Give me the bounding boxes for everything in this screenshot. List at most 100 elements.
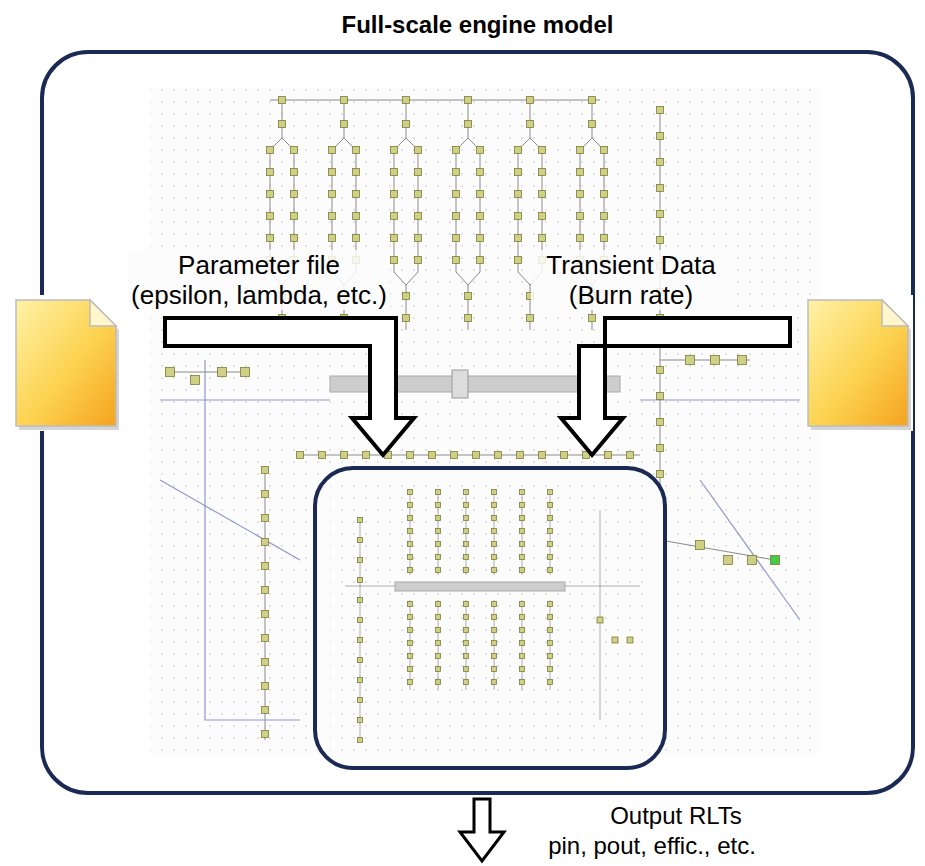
model-block <box>465 121 472 128</box>
model-block <box>601 235 608 242</box>
sub-manifold-bar <box>395 582 565 591</box>
model-block <box>415 147 422 154</box>
model-block <box>492 529 497 534</box>
model-block <box>515 235 522 242</box>
model-block <box>436 568 441 573</box>
block-group <box>597 617 633 643</box>
model-block <box>408 568 413 573</box>
sub-model-ground <box>315 468 665 768</box>
model-block <box>548 667 553 672</box>
icon-backing <box>803 295 913 431</box>
block-group <box>436 490 441 573</box>
model-block <box>492 654 497 659</box>
wire <box>265 470 266 740</box>
model-block <box>358 578 363 583</box>
model-block <box>492 628 497 633</box>
model-block <box>436 615 441 620</box>
model-block <box>492 641 497 646</box>
model-block <box>477 147 484 154</box>
model-block <box>520 641 525 646</box>
label-holder: Parameter file (epsilon, lambda, etc.) <box>128 250 390 310</box>
model-block <box>464 503 469 508</box>
model-block <box>657 367 664 374</box>
model-block <box>464 529 469 534</box>
model-block <box>657 107 664 114</box>
model-block <box>477 257 484 264</box>
model-block <box>517 452 524 459</box>
model-block <box>548 654 553 659</box>
model-block <box>520 615 525 620</box>
model-block <box>391 235 398 242</box>
model-block <box>473 452 480 459</box>
wire <box>160 480 300 560</box>
model-block <box>515 169 522 176</box>
model-block <box>415 213 422 220</box>
model-block <box>657 471 664 478</box>
model-block <box>329 169 336 176</box>
model-block <box>279 97 286 104</box>
wire <box>660 360 750 361</box>
model-block <box>657 419 664 426</box>
model-block <box>464 516 469 521</box>
block-group <box>408 602 413 685</box>
model-block <box>464 490 469 495</box>
model-block <box>262 467 269 474</box>
block-group <box>686 356 747 365</box>
model-block <box>291 191 298 198</box>
model-block <box>520 654 525 659</box>
model-block <box>329 147 336 154</box>
model-block <box>436 503 441 508</box>
model-block <box>408 503 413 508</box>
model-block <box>548 615 553 620</box>
block-group <box>464 602 469 685</box>
block-group <box>408 490 413 573</box>
model-block <box>391 213 398 220</box>
model-block <box>627 452 634 459</box>
block-group <box>297 452 634 459</box>
model-block <box>436 529 441 534</box>
model-block <box>657 237 664 244</box>
input-label: Transient Data (Burn rate) <box>531 250 731 310</box>
model-block <box>520 503 525 508</box>
block-group <box>492 490 497 573</box>
model-block <box>657 133 664 140</box>
model-block <box>408 542 413 547</box>
model-block <box>363 452 370 459</box>
model-block <box>451 452 458 459</box>
sub-model-grid <box>330 480 650 756</box>
block-group <box>464 490 469 573</box>
screenshot-grid <box>150 88 820 755</box>
model-block <box>358 518 363 523</box>
model-block <box>548 568 553 573</box>
model-block <box>539 235 546 242</box>
wire <box>565 586 640 587</box>
icon-fold <box>90 300 116 326</box>
model-block <box>548 641 553 646</box>
output-label: pin, pout, effic., etc. <box>522 832 782 860</box>
sub-model-frame <box>315 468 665 768</box>
model-block <box>548 490 553 495</box>
output-label: Output RLTs <box>546 802 806 830</box>
output-arrow <box>460 799 504 861</box>
model-block <box>319 452 326 459</box>
model-block <box>391 257 398 264</box>
input-label: Parameter file (epsilon, lambda, etc.) <box>128 250 390 310</box>
model-block <box>515 213 522 220</box>
model-block <box>771 556 780 565</box>
model-block <box>520 490 525 495</box>
model-block <box>539 147 546 154</box>
block-group <box>358 518 363 743</box>
model-block <box>262 683 269 690</box>
label-holder: Output RLTs <box>546 802 806 830</box>
block-group <box>436 602 441 685</box>
model-block <box>601 147 608 154</box>
model-block <box>657 185 664 192</box>
model-block <box>262 587 269 594</box>
model-block <box>391 191 398 198</box>
model-block <box>262 491 269 498</box>
model-block <box>436 680 441 685</box>
wire <box>345 586 395 587</box>
model-block <box>612 637 618 643</box>
